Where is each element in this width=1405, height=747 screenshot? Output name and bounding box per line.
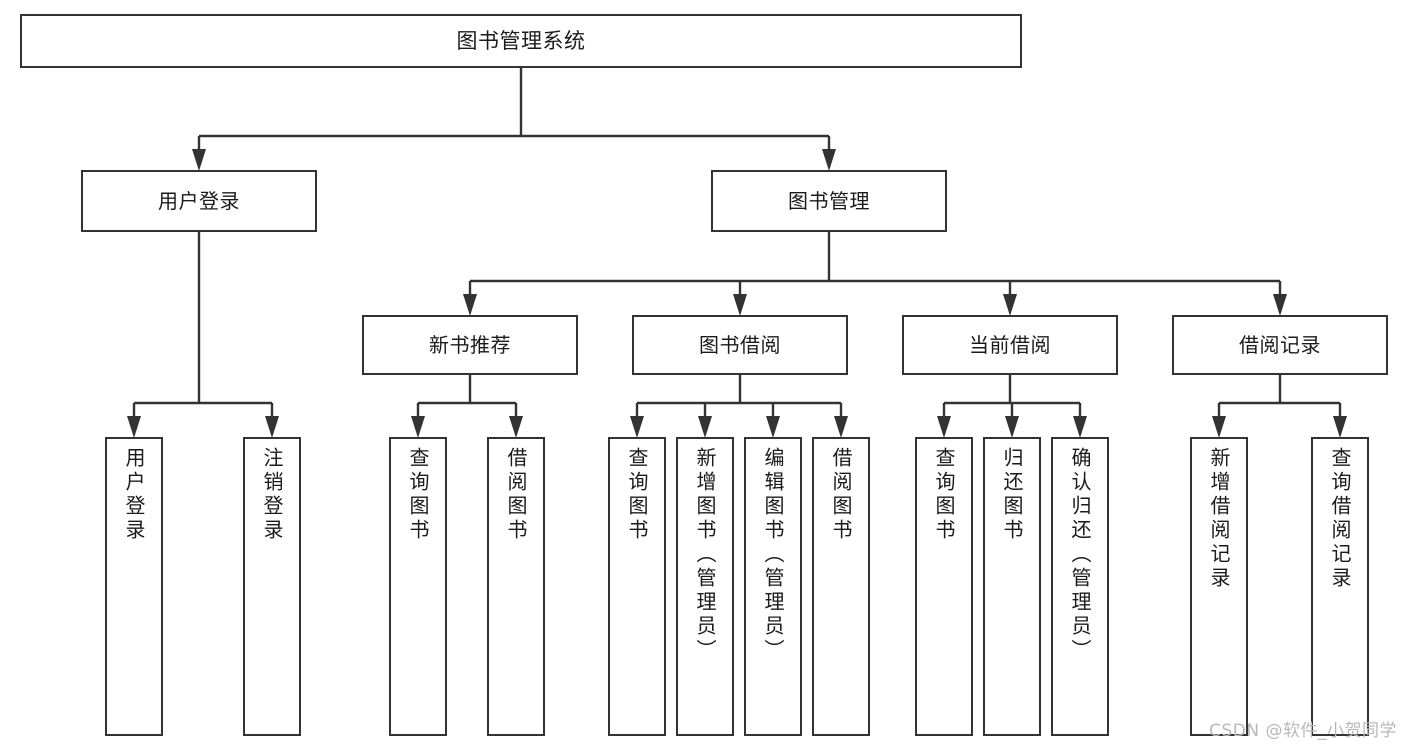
node-new-book-rec[interactable]: 新书推荐: [362, 315, 578, 375]
node-label: 确认归还（管理员）: [1068, 447, 1092, 663]
edge-arrowhead: [822, 149, 836, 171]
edge-arrowhead: [1003, 294, 1017, 316]
node-leaf-return-book[interactable]: 归还图书: [983, 437, 1041, 736]
node-leaf-query-borrow-record[interactable]: 查询借阅记录: [1311, 437, 1369, 736]
node-label: 归还图书: [1000, 447, 1024, 543]
edge-arrowhead: [1073, 416, 1087, 438]
node-label: 查询图书: [406, 447, 430, 543]
node-borrow-record[interactable]: 借阅记录: [1172, 315, 1388, 375]
node-label: 查询图书: [625, 447, 649, 543]
node-book-borrow[interactable]: 图书借阅: [632, 315, 848, 375]
node-label: 查询图书: [932, 447, 956, 543]
node-label: 图书借阅: [699, 332, 781, 357]
edge-arrowhead: [733, 294, 747, 316]
node-label: 新增图书（管理员）: [693, 447, 717, 663]
node-leaf-confirm-return[interactable]: 确认归还（管理员）: [1051, 437, 1109, 736]
edge-arrowhead: [127, 416, 141, 438]
edge-arrowhead: [937, 416, 951, 438]
node-label: 查询借阅记录: [1328, 447, 1352, 591]
edge-arrowhead: [192, 149, 206, 171]
node-leaf-query-book-cur[interactable]: 查询图书: [915, 437, 973, 736]
node-leaf-query-book-brw[interactable]: 查询图书: [608, 437, 666, 736]
node-leaf-borrow-book-rec[interactable]: 借阅图书: [487, 437, 545, 736]
edge-arrowhead: [630, 416, 644, 438]
edge-arrowhead: [834, 416, 848, 438]
csdn-watermark: CSDN @软件_小贺同学: [1209, 721, 1397, 741]
node-label: 用户登录: [122, 447, 146, 543]
edge-arrowhead: [1273, 294, 1287, 316]
node-label: 图书管理系统: [456, 28, 586, 53]
node-label: 新书推荐: [429, 332, 511, 357]
node-leaf-user-login[interactable]: 用户登录: [105, 437, 163, 736]
edge-arrowhead: [463, 294, 477, 316]
node-current-borrow[interactable]: 当前借阅: [902, 315, 1118, 375]
node-label: 编辑图书（管理员）: [761, 447, 785, 663]
edge-arrowhead: [1333, 416, 1347, 438]
edge-arrowhead: [265, 416, 279, 438]
node-label: 新增借阅记录: [1207, 447, 1231, 591]
node-leaf-add-book-admin[interactable]: 新增图书（管理员）: [676, 437, 734, 736]
node-leaf-borrow-book-brw[interactable]: 借阅图书: [812, 437, 870, 736]
node-leaf-edit-book-admin[interactable]: 编辑图书（管理员）: [744, 437, 802, 736]
node-label: 图书管理: [788, 188, 870, 213]
edge-arrowhead: [1212, 416, 1226, 438]
edge-arrowhead: [411, 416, 425, 438]
node-label: 借阅图书: [829, 447, 853, 543]
node-label: 当前借阅: [969, 332, 1051, 357]
node-user-login[interactable]: 用户登录: [81, 170, 317, 232]
node-leaf-add-borrow-record[interactable]: 新增借阅记录: [1190, 437, 1248, 736]
node-label: 用户登录: [158, 188, 240, 213]
node-book-manage[interactable]: 图书管理: [711, 170, 947, 232]
node-label: 注销登录: [260, 447, 284, 543]
node-leaf-user-logout[interactable]: 注销登录: [243, 437, 301, 736]
edge-arrowhead: [766, 416, 780, 438]
node-leaf-query-book-rec[interactable]: 查询图书: [389, 437, 447, 736]
edge-arrowhead: [698, 416, 712, 438]
edge-arrowhead: [509, 416, 523, 438]
node-root[interactable]: 图书管理系统: [20, 14, 1022, 68]
node-label: 借阅记录: [1239, 332, 1321, 357]
node-label: 借阅图书: [504, 447, 528, 543]
edge-arrowhead: [1005, 416, 1019, 438]
